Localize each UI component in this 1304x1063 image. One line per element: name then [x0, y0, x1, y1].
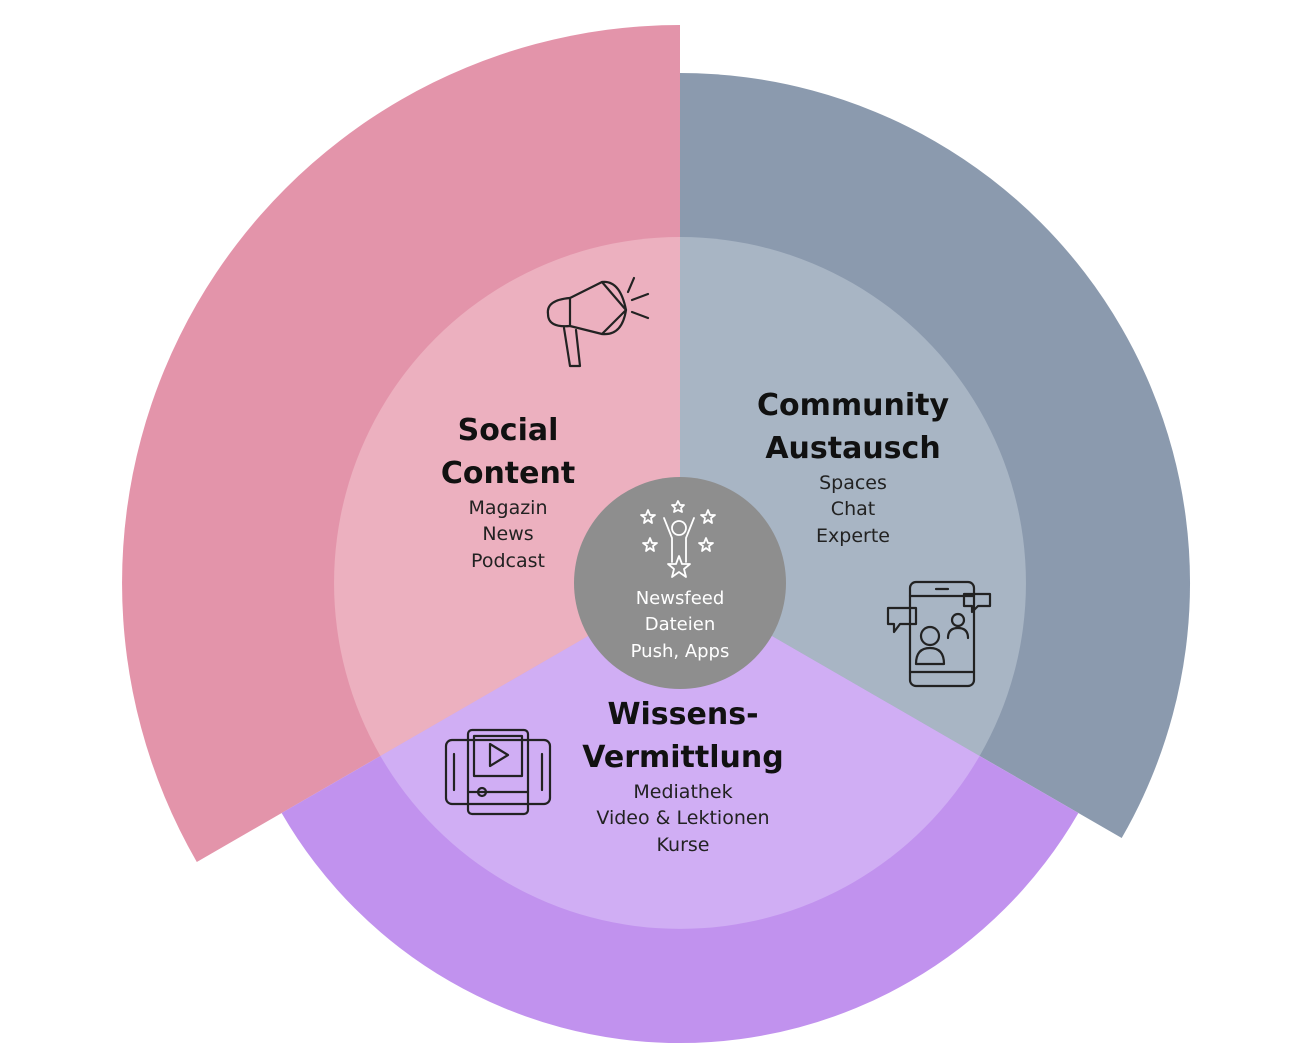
social-item-2: News — [482, 523, 533, 545]
video-player-icon — [444, 728, 552, 816]
wissen-title-line2: Vermittlung — [582, 740, 783, 775]
social-item-1: Magazin — [468, 497, 547, 519]
community-title-line1: Community — [757, 388, 949, 423]
social-item-3: Podcast — [471, 550, 545, 572]
social-title-line2: Content — [441, 456, 575, 491]
community-item-1: Spaces — [819, 472, 887, 494]
social-title-line1: Social — [458, 413, 559, 448]
community-item-2: Chat — [831, 498, 875, 520]
person-stars-icon — [640, 500, 716, 578]
wissen-item-3: Kurse — [657, 834, 710, 856]
phone-chat-icon — [886, 580, 992, 688]
wissen-title-line1: Wissens- — [607, 697, 758, 732]
wissen-item-1: Mediathek — [633, 781, 732, 803]
megaphone-icon — [546, 276, 650, 368]
center-item-2: Dateien — [645, 614, 716, 635]
center-item-3: Push, Apps — [631, 641, 730, 662]
inner-segment-wissen — [380, 583, 980, 929]
center-circle — [574, 477, 786, 689]
community-title-line2: Austausch — [765, 431, 940, 466]
wissen-item-2: Video & Lektionen — [596, 807, 769, 829]
center-item-1: Newsfeed — [636, 588, 725, 609]
community-item-3: Experte — [816, 525, 890, 547]
